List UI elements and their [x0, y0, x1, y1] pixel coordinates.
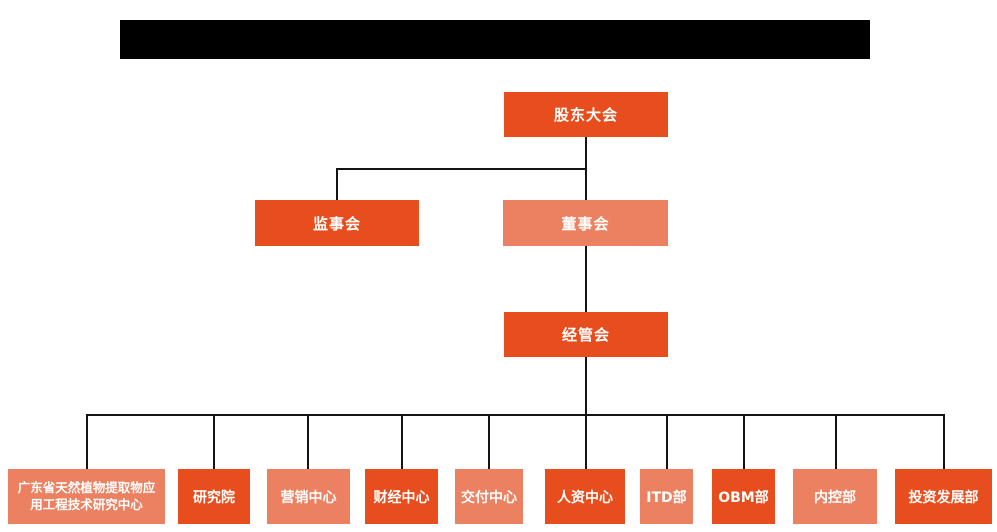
node-dept-obm: OBM部: [712, 469, 775, 524]
connector-management-down: [585, 357, 587, 415]
node-dept-investment-development: 投资发展部: [895, 469, 992, 524]
node-dept-delivery-center: 交付中心: [455, 469, 523, 524]
node-dept-itd: ITD部: [640, 469, 693, 524]
node-shareholders-meeting: 股东大会: [504, 92, 668, 137]
node-dept-research-institute: 研究院: [178, 469, 250, 524]
connector-drop-dept-8: [743, 414, 745, 469]
connector-drop-supervisory: [336, 168, 338, 200]
connector-drop-dept-9: [835, 414, 837, 469]
redacted-title-bar: [120, 20, 870, 59]
node-dept-marketing-center: 营销中心: [267, 469, 350, 524]
connector-branch-horizontal: [336, 168, 587, 170]
connector-board-to-management: [585, 246, 587, 312]
node-dept-hr-center: 人资中心: [545, 469, 625, 524]
connector-drop-dept-2: [213, 414, 215, 469]
connector-drop-dept-7: [666, 414, 668, 469]
connector-drop-dept-1: [86, 414, 88, 469]
node-dept-research-center: 广东省天然植物提取物应用工程技术研究中心: [8, 469, 165, 524]
node-management-committee: 经管会: [504, 312, 668, 357]
node-dept-internal-control: 内控部: [793, 469, 877, 524]
node-supervisory-board: 监事会: [255, 200, 419, 246]
connector-drop-dept-5: [488, 414, 490, 469]
connector-departments-horizontal: [86, 414, 944, 416]
connector-drop-dept-10: [943, 414, 945, 469]
connector-drop-dept-4: [401, 414, 403, 469]
connector-drop-dept-6: [585, 414, 587, 469]
node-dept-finance-center: 财经中心: [365, 469, 438, 524]
node-board-of-directors: 董事会: [503, 200, 668, 246]
connector-drop-dept-3: [307, 414, 309, 469]
